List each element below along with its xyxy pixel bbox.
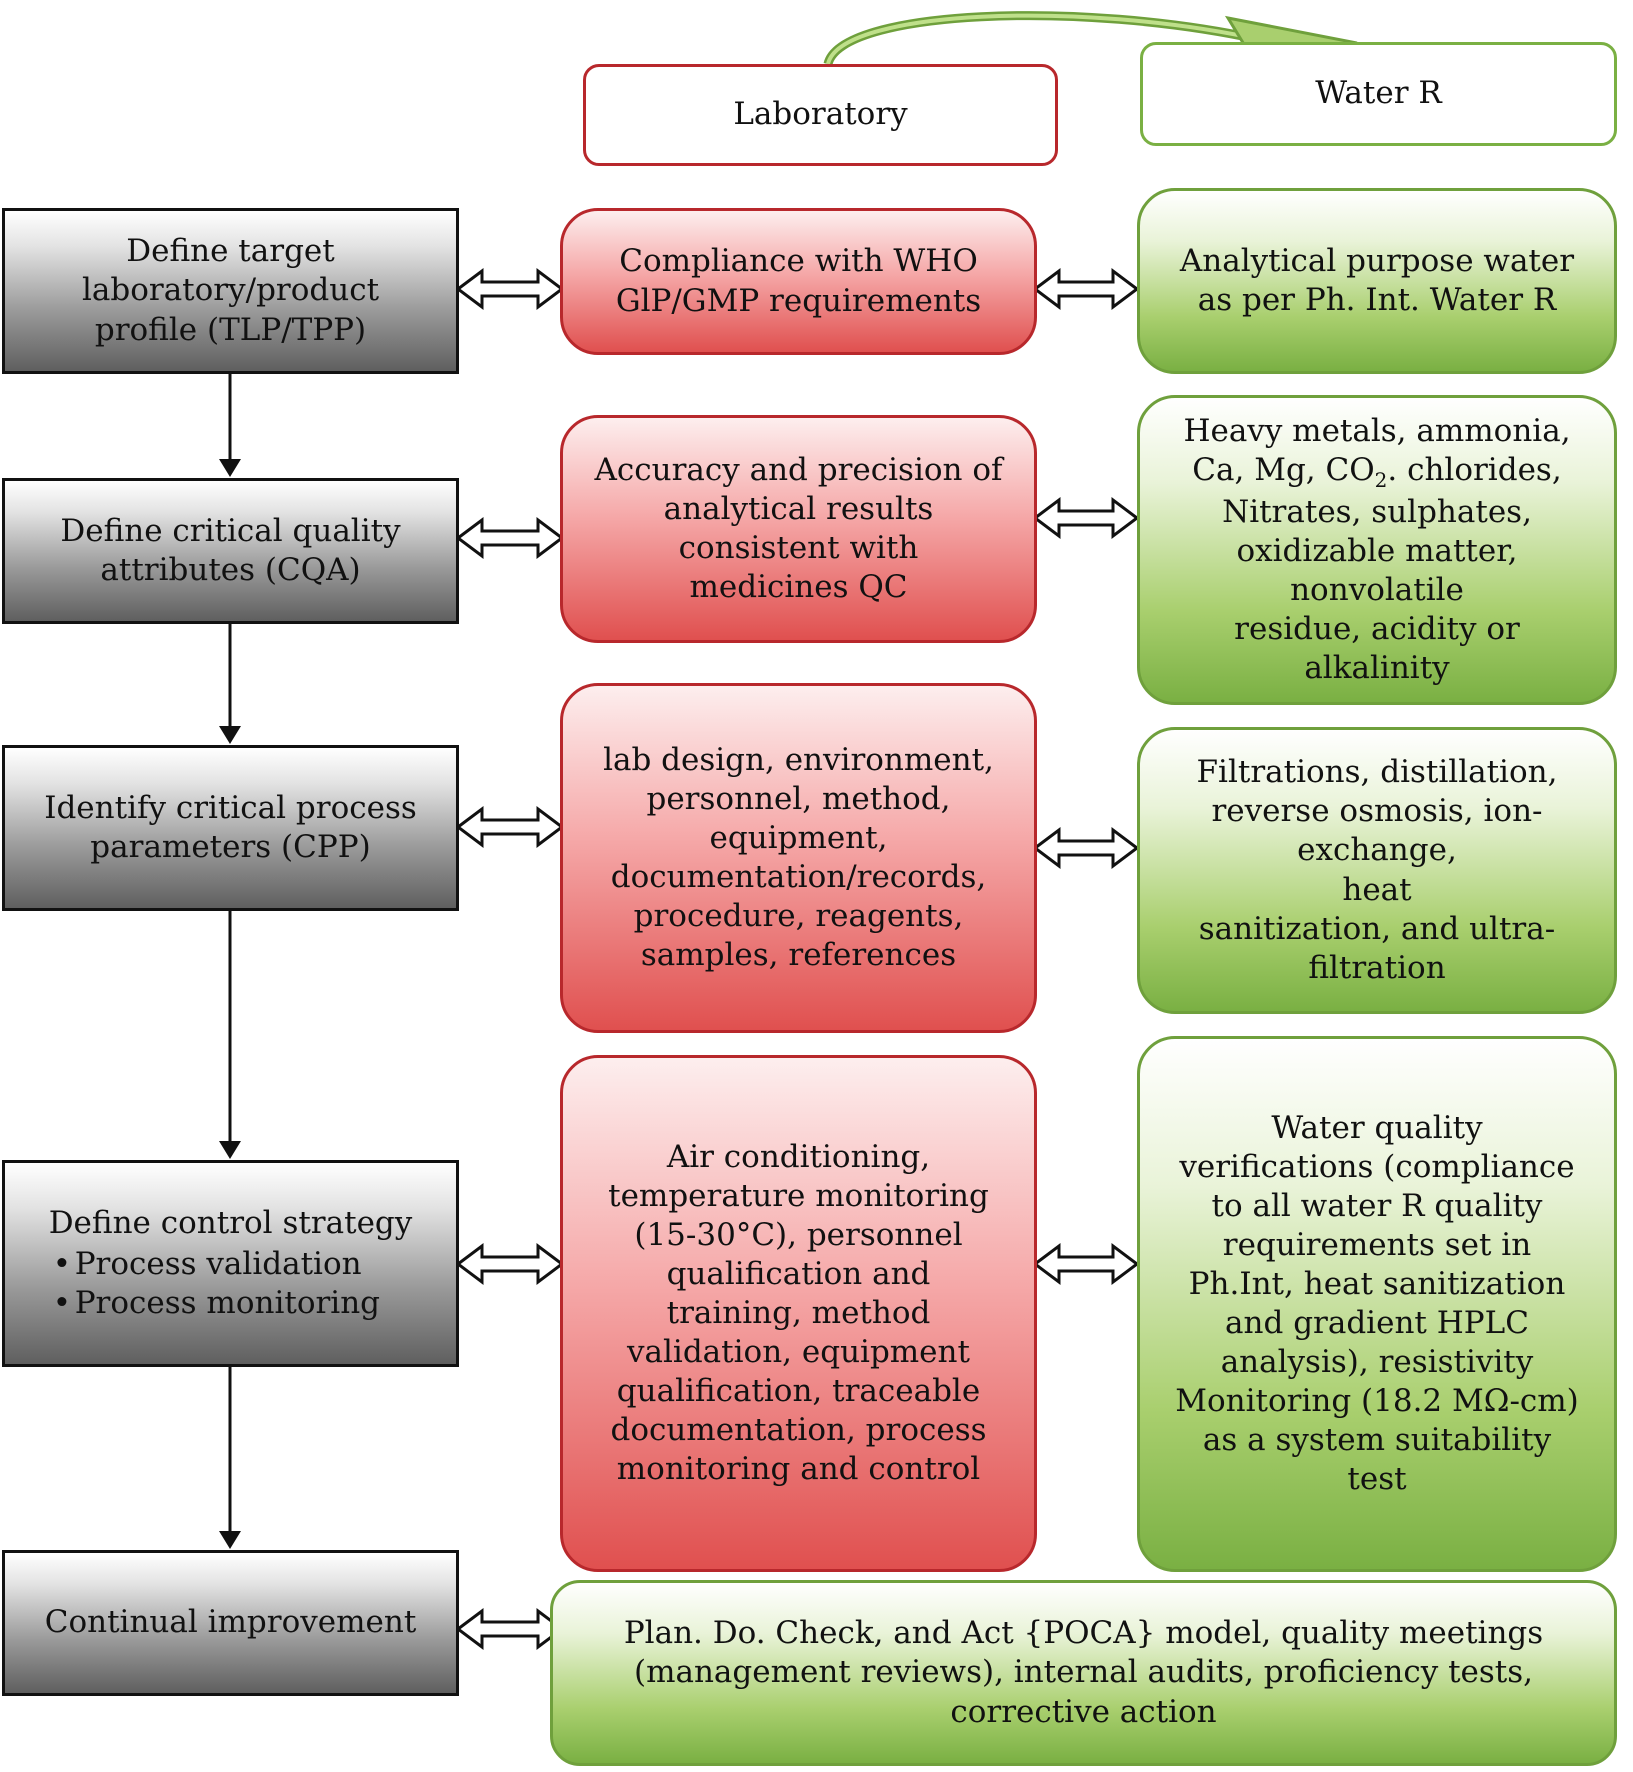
double-arrow-step4-lab: [455, 1243, 565, 1285]
double-arrow-step5-improvement: [455, 1608, 565, 1650]
step-define-cqa: Define critical quality attributes (CQA): [2, 478, 459, 624]
lab-parameters-text: lab design, environment, personnel, meth…: [603, 741, 994, 974]
step-continual-improvement: Continual improvement: [2, 1550, 459, 1696]
double-arrow-lab3-water3: [1032, 827, 1140, 869]
step-label: Define critical quality attributes (CQA): [60, 512, 401, 588]
flow-arrow-2-head: [219, 726, 241, 744]
water-purpose-text: Analytical purpose water as per Ph. Int.…: [1179, 242, 1575, 318]
step-identify-cpp: Identify critical process parameters (CP…: [2, 745, 459, 911]
flow-arrow-1-head: [219, 459, 241, 477]
lab-compliance-box: Compliance with WHO GlP/GMP requirements: [560, 208, 1037, 355]
lab-accuracy-box: Accuracy and precision of analytical res…: [560, 415, 1037, 643]
step-label: Define target laboratory/product profile…: [81, 233, 380, 348]
bullet-process-monitoring: Process monitoring: [49, 1284, 413, 1323]
header-water-r: Water R: [1140, 42, 1617, 146]
bullet-process-validation: Process validation: [49, 1245, 413, 1284]
step-define-target-profile: Define target laboratory/product profile…: [2, 208, 459, 374]
header-laboratory-label: Laboratory: [733, 96, 908, 133]
step-label: Continual improvement: [44, 1604, 417, 1641]
water-processes-box: Filtrations, distillation, reverse osmos…: [1137, 727, 1617, 1014]
curve-arrow: [826, 13, 1263, 65]
water-verification-text: Water quality verifications (compliance …: [1175, 1109, 1579, 1498]
water-verification-box: Water quality verifications (compliance …: [1137, 1036, 1617, 1572]
lab-control-text: Air conditioning, temperature monitoring…: [608, 1138, 989, 1488]
lab-accuracy-text: Accuracy and precision of analytical res…: [594, 451, 1003, 606]
improvement-detail-text: Plan. Do. Check, and Act {POCA} model, q…: [623, 1615, 1544, 1730]
double-arrow-lab2-water2: [1032, 497, 1140, 539]
step-define-control-strategy: Define control strategy Process validati…: [2, 1160, 459, 1367]
lab-compliance-text: Compliance with WHO GlP/GMP requirements: [615, 243, 982, 319]
header-laboratory: Laboratory: [583, 64, 1058, 166]
step-label: Define control strategy: [48, 1204, 413, 1241]
double-arrow-step3-lab: [455, 806, 565, 848]
lab-control-box: Air conditioning, temperature monitoring…: [560, 1055, 1037, 1572]
flow-arrow-3-head: [219, 1141, 241, 1159]
water-attributes-text: Heavy metals, ammonia, Ca, Mg, CO2. chlo…: [1183, 412, 1571, 687]
improvement-detail-box: Plan. Do. Check, and Act {POCA} model, q…: [550, 1580, 1617, 1766]
header-water-r-label: Water R: [1315, 75, 1442, 112]
flow-arrow-4-head: [219, 1531, 241, 1549]
double-arrow-lab4-water4: [1032, 1243, 1140, 1285]
double-arrow-step2-lab: [455, 517, 565, 559]
water-purpose-box: Analytical purpose water as per Ph. Int.…: [1137, 188, 1617, 374]
lab-parameters-box: lab design, environment, personnel, meth…: [560, 683, 1037, 1033]
double-arrow-lab1-water1: [1032, 268, 1140, 310]
water-attributes-box: Heavy metals, ammonia, Ca, Mg, CO2. chlo…: [1137, 395, 1617, 705]
double-arrow-step1-lab: [455, 268, 565, 310]
step-label: Identify critical process parameters (CP…: [44, 789, 417, 865]
water-processes-text: Filtrations, distillation, reverse osmos…: [1196, 754, 1558, 986]
